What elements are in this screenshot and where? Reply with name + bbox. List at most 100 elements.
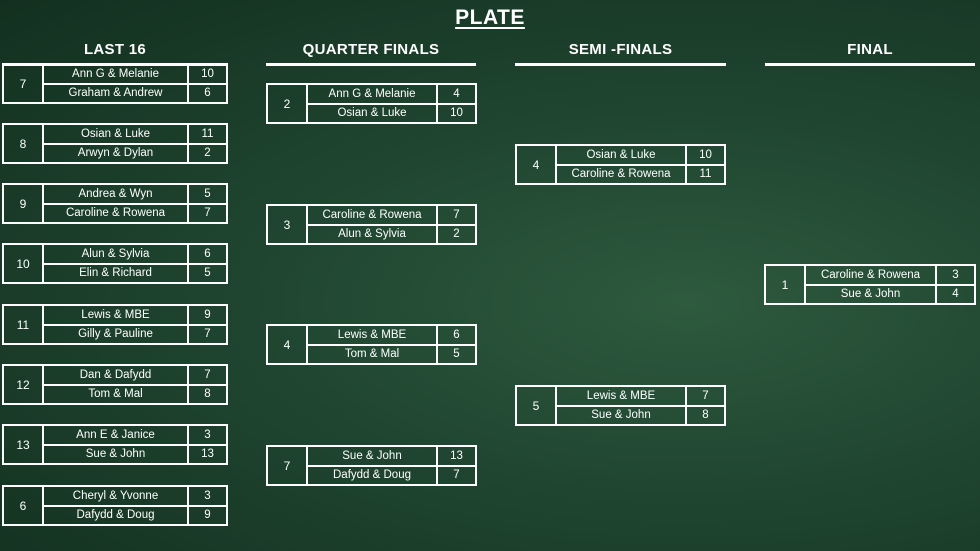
team-score: 5 — [204, 267, 211, 280]
team-score: 10 — [450, 107, 463, 120]
column-heading-final: FINAL — [847, 41, 893, 58]
team-score: 2 — [204, 147, 211, 160]
team-score: 6 — [204, 87, 211, 100]
team-row: Caroline & Rowena 7 — [308, 206, 475, 224]
team-row: Ann E & Janice 3 — [44, 426, 226, 444]
column-divider — [515, 63, 726, 66]
team-name: Lewis & MBE — [557, 387, 687, 405]
match-seed: 5 — [517, 387, 557, 424]
team-score: 7 — [204, 328, 211, 341]
team-score: 11 — [699, 168, 712, 181]
page-title: PLATE — [455, 6, 525, 29]
match-seed: 10 — [4, 245, 44, 282]
team-score: 5 — [204, 187, 211, 200]
match-seed: 8 — [4, 125, 44, 162]
team-name: Sue & John — [44, 445, 189, 463]
team-name: Osian & Luke — [44, 125, 189, 143]
team-score: 9 — [204, 509, 211, 522]
team-name: Osian & Luke — [557, 146, 687, 164]
team-score: 7 — [204, 368, 211, 381]
match-seed: 9 — [4, 185, 44, 222]
team-score: 2 — [453, 228, 460, 241]
team-row: Graham & Andrew 6 — [44, 82, 226, 102]
column-heading-semi-finals: SEMI -FINALS — [568, 41, 673, 58]
team-score: 7 — [702, 389, 709, 402]
team-name: Alun & Sylvia — [44, 245, 189, 263]
team-name: Caroline & Rowena — [44, 204, 189, 222]
match-seed: 12 — [4, 366, 44, 403]
team-score: 5 — [453, 348, 460, 361]
team-name: Lewis & MBE — [308, 326, 438, 344]
team-row: Osian & Luke 11 — [44, 125, 226, 143]
team-row: Sue & John 4 — [806, 283, 974, 303]
match-seed: 13 — [4, 426, 44, 463]
team-score: 7 — [453, 208, 460, 221]
team-name: Ann G & Melanie — [44, 65, 189, 83]
team-row: Caroline & Rowena 7 — [44, 202, 226, 222]
team-score: 8 — [702, 409, 709, 422]
team-score: 13 — [450, 449, 463, 462]
team-score: 9 — [204, 308, 211, 321]
team-score: 7 — [453, 469, 460, 482]
column-heading-quarter-finals: QUARTER FINALS — [302, 41, 440, 58]
team-score: 10 — [699, 148, 712, 161]
team-name: Sue & John — [308, 447, 438, 465]
team-score: 3 — [204, 489, 211, 502]
team-name: Tom & Mal — [44, 385, 189, 403]
team-score: 7 — [204, 207, 211, 220]
match-seed: 7 — [4, 65, 44, 102]
team-score: 11 — [201, 127, 214, 140]
team-name: Dan & Dafydd — [44, 366, 189, 384]
team-row: Lewis & MBE 7 — [557, 387, 724, 405]
team-row: Elin & Richard 5 — [44, 262, 226, 282]
team-name: Dafydd & Doug — [44, 506, 189, 524]
team-score: 4 — [453, 87, 460, 100]
team-row: Osian & Luke 10 — [557, 146, 724, 164]
team-name: Arwyn & Dylan — [44, 144, 189, 162]
team-row: Sue & John 13 — [308, 447, 475, 465]
team-score: 4 — [952, 288, 959, 301]
team-row: Dafydd & Doug 9 — [44, 504, 226, 524]
team-name: Elin & Richard — [44, 264, 189, 282]
team-name: Sue & John — [806, 285, 937, 303]
team-score: 3 — [204, 428, 211, 441]
team-name: Lewis & MBE — [44, 306, 189, 324]
match-seed: 3 — [268, 206, 308, 243]
team-row: Dan & Dafydd 7 — [44, 366, 226, 384]
team-name: Graham & Andrew — [44, 84, 189, 102]
team-row: Arwyn & Dylan 2 — [44, 142, 226, 162]
team-name: Andrea & Wyn — [44, 185, 189, 203]
match-seed: 1 — [766, 266, 806, 303]
column-heading-last16: LAST 16 — [83, 41, 147, 58]
match-seed: 6 — [4, 487, 44, 524]
team-name: Caroline & Rowena — [557, 165, 687, 183]
team-name: Cheryl & Yvonne — [44, 487, 189, 505]
team-name: Ann E & Janice — [44, 426, 189, 444]
column-divider — [266, 63, 476, 66]
team-score: 10 — [201, 67, 214, 80]
team-name: Caroline & Rowena — [308, 206, 438, 224]
